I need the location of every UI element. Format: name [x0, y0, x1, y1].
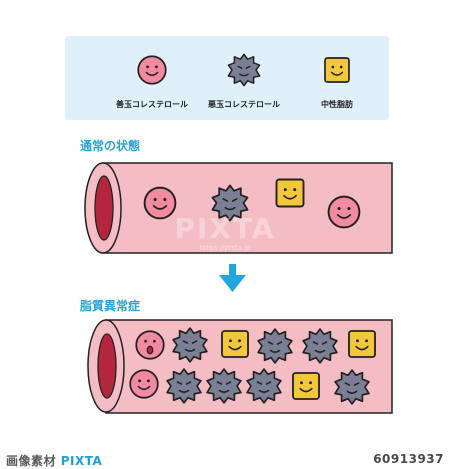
image-id: 60913937 — [373, 452, 444, 466]
neutral-fat-particle — [275, 178, 305, 208]
neutral-fat-particle — [292, 372, 320, 400]
normal-vessel — [84, 162, 393, 254]
neutral-fat-particle — [348, 330, 376, 358]
section-title-dyslipidemia: 脂質異常症 — [79, 298, 140, 313]
legend-panel: 善玉コレステロール 悪玉コレステロール 中性脂肪 — [65, 36, 389, 120]
watermark-text: PIXTA — [174, 212, 275, 245]
footer-logo-brand: PIXTA — [60, 454, 103, 468]
section-title-normal: 通常の状態 — [80, 138, 140, 153]
footer-logo-prefix: 画像素材 — [6, 454, 61, 468]
legend-label-bad: 悪玉コレステロール — [208, 100, 280, 109]
legend-label-good: 善玉コレステロール — [116, 99, 188, 109]
neutral-fat-icon — [324, 57, 350, 83]
good-cholesterol-particle — [143, 186, 177, 220]
pixta-watermark: PIXTA https://pixta.jp — [174, 212, 275, 252]
watermark-url: https://pixta.jp — [199, 244, 251, 252]
neutral-fat-particle — [221, 330, 249, 358]
good-cholesterol-particle — [135, 330, 165, 360]
legend-label-fat: 中性脂肪 — [321, 99, 353, 109]
good-cholesterol-particle — [129, 369, 159, 399]
down-arrow-icon — [219, 264, 246, 292]
footer-bar: 画像素材 PIXTA 60913937 — [0, 449, 450, 469]
good-cholesterol-icon — [137, 55, 167, 85]
good-cholesterol-particle — [327, 195, 361, 229]
dyslipidemia-vessel — [87, 319, 393, 414]
pixta-logo: 画像素材 PIXTA — [6, 452, 102, 469]
